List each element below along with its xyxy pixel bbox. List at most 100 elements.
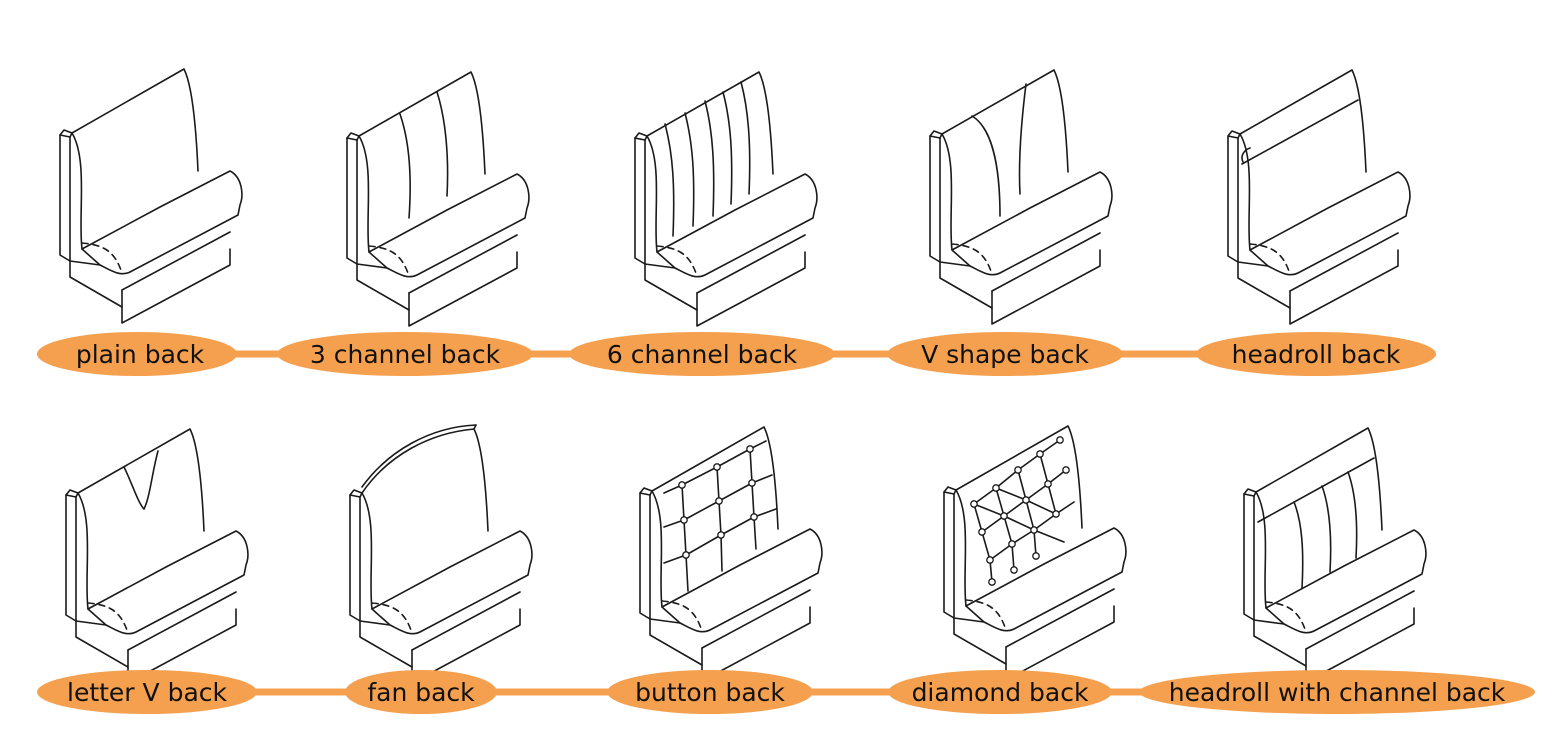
sofa-outline [1249, 243, 1291, 275]
diamond-button [1010, 566, 1018, 574]
sofa-outline [1293, 501, 1304, 589]
sofa-outline [65, 489, 79, 498]
sofa-outline [664, 123, 675, 237]
sofa-outline [359, 620, 391, 626]
sofa-outline [951, 243, 993, 275]
sofa-outline [75, 620, 129, 668]
diamond-button [1052, 510, 1060, 518]
sofa-outline [1018, 83, 1027, 195]
diamond-button [978, 528, 986, 536]
sofa-outline [81, 242, 123, 274]
label-headroll-with-channel-back: headroll with channel back [1139, 670, 1535, 714]
diamond-button [1056, 436, 1064, 444]
sofa-outline [929, 130, 943, 139]
sofa-outline [349, 494, 361, 622]
diamond-button [986, 556, 994, 564]
diamond-button [970, 500, 978, 508]
label-text: plain back [76, 340, 205, 369]
sofa-outline [1347, 471, 1358, 559]
diamond-button [992, 484, 1000, 492]
label-diamond-back: diamond back [888, 670, 1112, 714]
tuft-button [717, 531, 725, 539]
sofa-outline [661, 528, 823, 633]
sofa-outline [716, 466, 723, 572]
sofa-outline [81, 170, 243, 275]
sofa-outline [1005, 588, 1115, 648]
sofa-outline [358, 71, 486, 175]
sofa-outline [65, 494, 77, 622]
sofa-outline [127, 591, 237, 651]
sofa-outline [87, 530, 249, 635]
sofa-outline [1237, 261, 1269, 267]
tuft-button [713, 463, 721, 471]
diamond-button [1008, 540, 1016, 548]
sofa-outline [951, 171, 1113, 276]
sofa-outline [644, 263, 698, 311]
sofa-outline [649, 618, 681, 624]
label-oval [277, 332, 533, 376]
sofa-outline [941, 133, 953, 251]
diamond-button [1044, 480, 1052, 488]
sofa-channel6-illustration [634, 71, 818, 327]
label-oval [37, 670, 257, 714]
sofa-outline [59, 129, 73, 138]
sofa-outline [75, 620, 107, 626]
label-text: 3 channel back [310, 340, 501, 369]
sofa-outline [359, 620, 413, 668]
sofa-outline [361, 428, 489, 532]
sofa-outline [1265, 601, 1307, 633]
sofa-outline [740, 81, 751, 195]
label-text: diamond back [912, 678, 1089, 707]
sofa-outline [1255, 427, 1383, 531]
tuft-button [750, 513, 758, 521]
sofa-outline [1237, 261, 1291, 309]
sofa-outline [971, 115, 1001, 217]
tuft-button [746, 445, 754, 453]
label-oval [607, 670, 813, 714]
sofa-outline [121, 231, 231, 291]
sofa-outline [1017, 469, 1037, 557]
sofa-outline [1305, 590, 1415, 650]
sofa-outline [356, 263, 388, 269]
sofa-outline [722, 91, 733, 205]
sofa-outline [1241, 99, 1359, 165]
label-3-channel-back: 3 channel back [277, 332, 533, 376]
label-oval [37, 332, 237, 376]
sofa-outline [368, 245, 410, 277]
sofa-outline [473, 424, 477, 430]
sofa-outline [69, 260, 101, 266]
label-text: V shape back [921, 340, 1089, 369]
sofa-outline [408, 234, 518, 294]
label-text: fan back [367, 678, 475, 707]
label-text: headroll with channel back [1169, 678, 1506, 707]
sofa-outline [696, 234, 806, 294]
sofa-outline [656, 245, 698, 277]
label-headroll-back: headroll back [1196, 332, 1436, 376]
label-text: 6 channel back [607, 340, 798, 369]
connector-bar [240, 688, 1500, 696]
label-fan-back: fan back [345, 670, 497, 714]
sofa-outline [346, 132, 360, 141]
tuft-button [682, 551, 690, 559]
sofa-outline [87, 602, 129, 634]
sofa-outline [1239, 69, 1367, 173]
sofa-channel3-illustration [346, 71, 530, 327]
sofa-outline [973, 503, 993, 583]
sofa-outline [639, 492, 651, 620]
sofa-outline [1241, 147, 1251, 163]
diamond-button [1030, 526, 1038, 534]
sofa-outline [939, 261, 971, 267]
sofa-outline [1227, 130, 1241, 139]
sofa-outline [955, 489, 967, 607]
sofa-outline [953, 617, 985, 623]
sofa-outline [649, 618, 703, 666]
sofa-letterv-illustration [65, 428, 249, 684]
sofa-outline [361, 492, 373, 610]
sofa-illustrations [59, 68, 1427, 684]
sofa-outline [408, 251, 518, 327]
sofa-outline [929, 135, 941, 263]
sofa-vshape-illustration [929, 69, 1113, 325]
sofa-outline [71, 132, 83, 250]
sofa-outline [77, 492, 89, 610]
